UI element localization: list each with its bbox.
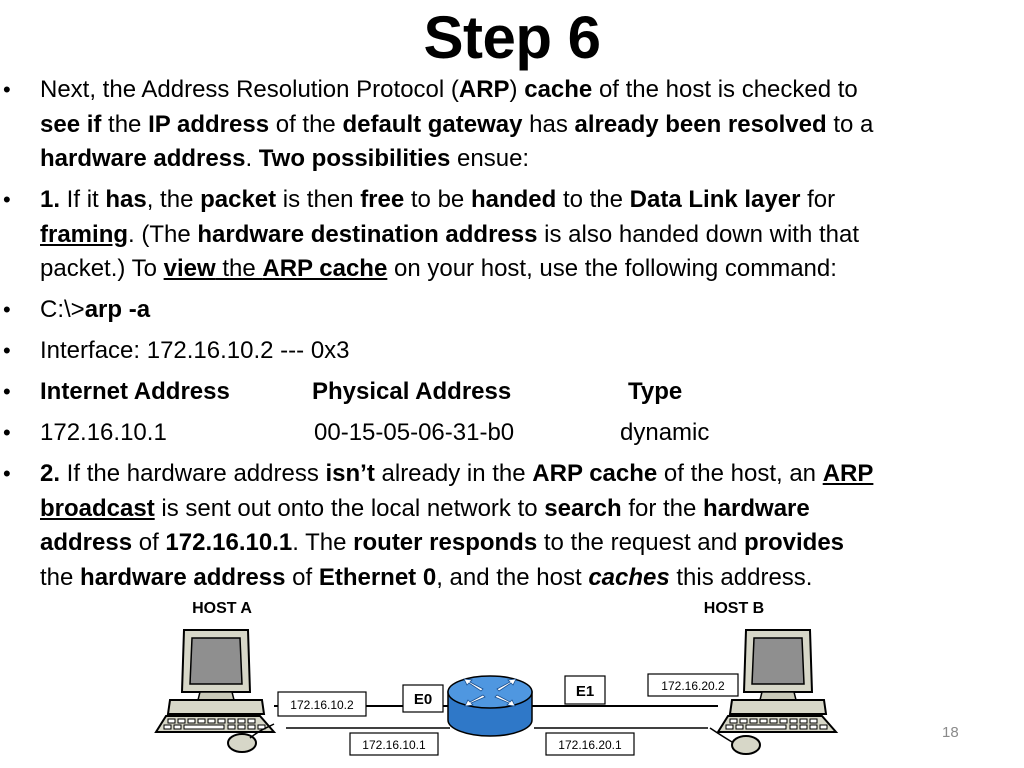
host-b-computer-icon — [709, 629, 839, 755]
svg-text:E1: E1 — [576, 683, 594, 700]
svg-text:172.16.10.1: 172.16.10.1 — [362, 738, 426, 752]
router-e1-label-box: E1 — [564, 675, 606, 705]
router-e0-ip-box: 172.16.10.1 — [349, 732, 439, 756]
bullet-command: C:\>arp -a — [0, 293, 1024, 328]
slide-title: Step 6 — [423, 4, 601, 71]
host-b-label: HOST B — [704, 600, 764, 617]
svg-text:172.16.20.1: 172.16.20.1 — [558, 738, 622, 752]
host-a-computer-icon — [154, 629, 277, 753]
host-b-ip-box: 172.16.20.2 — [647, 673, 739, 697]
svg-text:E0: E0 — [414, 691, 432, 708]
router-icon — [447, 675, 533, 737]
router-e0-label-box: E0 — [402, 684, 444, 713]
bullet-arp-cache-check: Next, the Address Resolution Protocol (A… — [0, 73, 1024, 177]
page-number: 18 — [942, 724, 959, 741]
bullet-possibility-one: 1. If it has, the packet is then free to… — [0, 183, 1024, 287]
host-a-ip-box: 172.16.10.2 — [277, 691, 367, 717]
bullet-interface: Interface: 172.16.10.2 --- 0x3 — [0, 334, 1024, 369]
network-diagram: HOST A HOST B — [154, 600, 839, 756]
svg-text:172.16.20.2: 172.16.20.2 — [661, 679, 725, 693]
host-a-label: HOST A — [192, 600, 252, 617]
router-e1-ip-box: 172.16.20.1 — [545, 732, 635, 756]
bullet-list: Next, the Address Resolution Protocol (A… — [0, 73, 1024, 602]
svg-text:172.16.10.2: 172.16.10.2 — [290, 698, 354, 712]
bullet-possibility-two: 2. If the hardware address isn’t already… — [0, 457, 1024, 595]
